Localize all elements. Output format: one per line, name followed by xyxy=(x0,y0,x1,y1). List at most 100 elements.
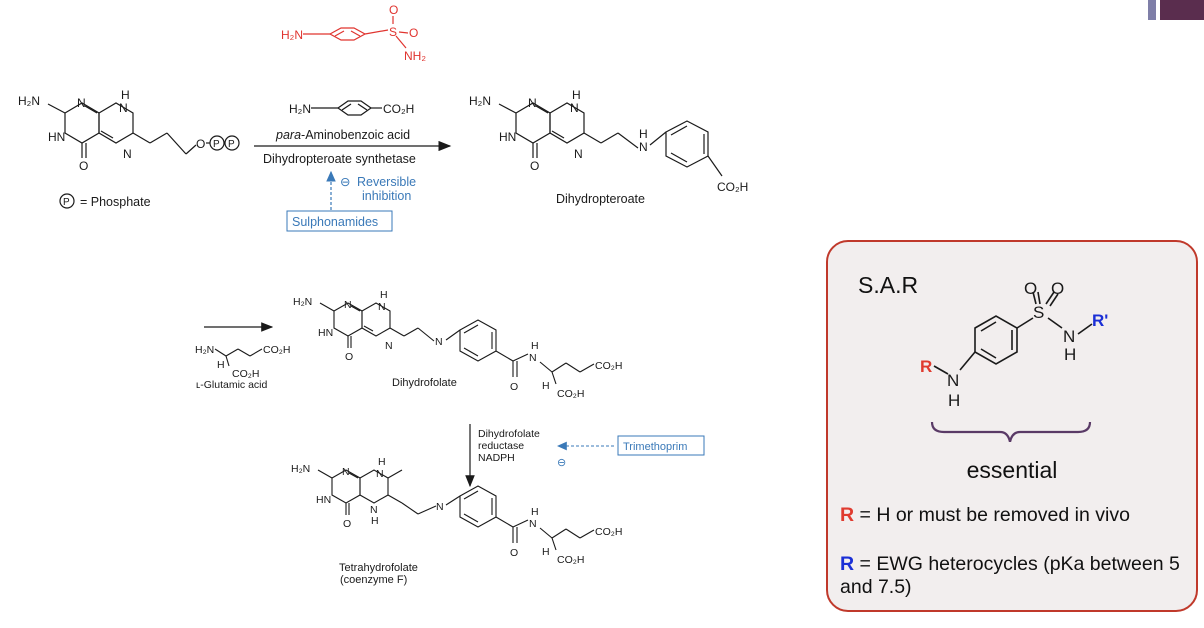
thf-link-n: N xyxy=(436,501,444,513)
dhp-link-h: H xyxy=(639,127,648,141)
essential-label: essential xyxy=(966,457,1058,483)
thf-alpha-h: H xyxy=(542,546,550,558)
dhp-n2: N xyxy=(574,147,583,161)
dhp-hn: HN xyxy=(499,130,516,144)
dihydrofolate-structure xyxy=(319,302,595,385)
sar-h-amine: H xyxy=(948,391,960,410)
dhf-alpha-h: H xyxy=(542,380,550,392)
sar-o-left: O xyxy=(1024,279,1037,298)
sar-o-right: O xyxy=(1051,279,1064,298)
essential-bracket xyxy=(930,421,1092,442)
dihydropteroate-label: Dihydropteroate xyxy=(556,192,645,206)
dhf-amide-n: N xyxy=(529,352,537,364)
dhf-amide-h: H xyxy=(531,340,539,352)
dhf-amide-o: O xyxy=(510,381,518,393)
dihydropteroate-structure xyxy=(498,102,723,177)
dhp-h2n: H₂N xyxy=(469,94,491,108)
inhibition-line2: inhibition xyxy=(362,189,411,203)
dhf-h: H xyxy=(380,289,388,301)
thf-h-top: H xyxy=(378,456,386,468)
pterin1-n2: N xyxy=(123,147,132,161)
dhf-n2: N xyxy=(385,340,393,352)
paba-name: para-Aminobenzoic acid xyxy=(275,128,410,142)
trimethoprim-box xyxy=(617,435,705,456)
thf-label-line1: Tetrahydrofolate xyxy=(339,562,418,574)
pterin-diphosphate-structure xyxy=(47,102,240,209)
trimethoprim-minus: ⊖ xyxy=(557,457,566,469)
pterin1-nh: N xyxy=(119,101,128,115)
sar-n-amine: N xyxy=(947,371,959,390)
trimethoprim-label: Trimethoprim xyxy=(623,441,687,453)
sulphonamides-label: Sulphonamides xyxy=(292,215,378,229)
thf-co2h-bottom: CO₂H xyxy=(557,554,584,566)
dhp-nh: N xyxy=(570,101,579,115)
glu-co2h-bottom: CO₂H xyxy=(232,368,259,380)
dhf-co2h-bottom: CO₂H xyxy=(557,388,584,400)
thf-amide-o: O xyxy=(510,547,518,559)
pterin1-n1: N xyxy=(77,96,86,110)
sar-title: S.A.R xyxy=(858,272,919,298)
sar-panel: S.A.R S O O N H N H R R' xyxy=(826,240,1198,612)
glu-h2n: H₂N xyxy=(195,344,214,356)
inhibition-minus: ⊖ xyxy=(340,175,350,189)
phosphate-p1: P xyxy=(213,139,220,150)
sar-h-sulfonyl: H xyxy=(1064,345,1076,364)
corner-accent-dark xyxy=(1160,0,1204,20)
dhf-o: O xyxy=(345,351,353,363)
pterin1-h: H xyxy=(121,88,130,102)
thf-h-bottom: H xyxy=(371,515,379,527)
thf-h2n: H₂N xyxy=(291,463,310,475)
dhp-co2h: CO₂H xyxy=(717,180,748,194)
sar-note-r-text: = H or must be removed in vivo xyxy=(854,504,1130,526)
legend-p: P xyxy=(63,197,70,208)
thf-nh-top: N xyxy=(376,468,384,480)
sar-r-group: R xyxy=(920,357,932,376)
pterin1-hn: HN xyxy=(48,130,65,144)
glu-co2h-top: CO₂H xyxy=(263,344,290,356)
paba-ring xyxy=(336,100,373,116)
pterin1-o-link: O xyxy=(196,137,205,151)
paba-structure xyxy=(311,100,382,116)
sulfanilamide-ring xyxy=(328,27,367,41)
sulfanilamide-h2n: H₂N xyxy=(281,28,303,42)
dhp-h: H xyxy=(572,88,581,102)
sulfanilamide-o-top: O xyxy=(389,3,398,17)
sar-note-r-key: R xyxy=(840,504,855,526)
pterin1-o: O xyxy=(79,159,88,173)
corner-accent-light xyxy=(1148,0,1156,20)
dhf-co2h-right: CO₂H xyxy=(595,360,622,372)
dhf-hn: HN xyxy=(318,327,333,339)
sar-s: S xyxy=(1033,303,1044,322)
sar-note-rprime-key: R xyxy=(840,553,855,575)
sulphonamides-box xyxy=(286,210,393,232)
dhf-nh: N xyxy=(378,301,386,313)
dhp-o: O xyxy=(530,159,539,173)
sar-n-sulfonyl: N xyxy=(1063,327,1075,346)
enzyme-2-line3: NADPH xyxy=(478,452,515,464)
dhp-link-n: N xyxy=(639,140,648,154)
sulfanilamide-o-right: O xyxy=(409,26,418,40)
sar-rprime-group: R' xyxy=(1092,311,1108,330)
paba-co2h: CO₂H xyxy=(383,102,414,116)
dhf-n1: N xyxy=(344,299,352,311)
thf-label-line2: (coenzyme F) xyxy=(340,574,407,586)
phosphate-p2: P xyxy=(228,139,235,150)
paba-h2n: H₂N xyxy=(289,102,311,116)
glutamic-acid-structure xyxy=(214,348,263,367)
sar-note-rprime-text: = EWG heterocycles (pKa between 5 and 7.… xyxy=(840,553,1180,598)
thf-amide-n: N xyxy=(529,518,537,530)
enzyme-2-line2: reductase xyxy=(478,440,524,452)
sar-note-r: R = H or must be removed in vivo xyxy=(840,504,1190,527)
sulfanilamide-s: S xyxy=(389,25,397,39)
thf-co2h-right: CO₂H xyxy=(595,526,622,538)
enzyme-2-line1: Dihydrofolate xyxy=(478,428,540,440)
thf-o: O xyxy=(343,518,351,530)
thf-amide-h: H xyxy=(531,506,539,518)
sar-note-rprime: R = EWG heterocycles (pKa between 5 and … xyxy=(840,553,1190,599)
sar-benzene-ring xyxy=(974,315,1018,365)
dhf-h2n: H₂N xyxy=(293,296,312,308)
dhp-n1: N xyxy=(528,96,537,110)
glutamic-acid-label: ʟ-Glutamic acid xyxy=(196,379,268,391)
thf-n1: N xyxy=(342,466,350,478)
sulfanilamide-structure xyxy=(303,16,409,49)
